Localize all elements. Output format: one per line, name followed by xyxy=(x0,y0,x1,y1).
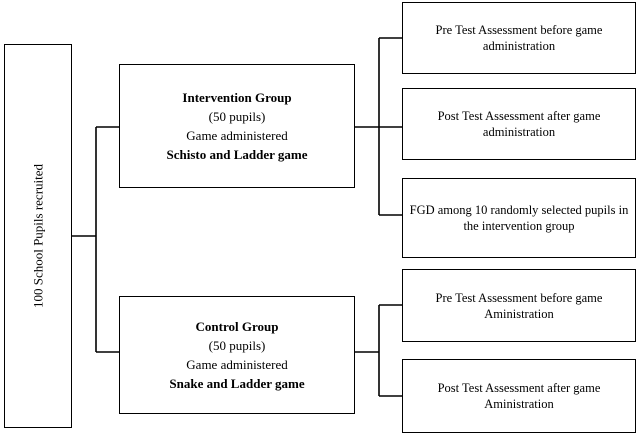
post-test-control-line-1: Post Test Assessment after game xyxy=(437,381,601,395)
fgd-box: FGD among 10 randomly selected pupils in… xyxy=(402,178,636,258)
intervention-game: Schisto and Ladder game xyxy=(166,147,308,162)
control-group-box: Control Group (50 pupils) Game administe… xyxy=(119,296,355,414)
post-test-control-box: Post Test Assessment after game Aministr… xyxy=(402,359,636,433)
intervention-note: Game administered xyxy=(186,128,288,143)
control-title: Control Group xyxy=(195,319,279,334)
intervention-group-box: Intervention Group (50 pupils) Game admi… xyxy=(119,64,355,188)
fgd-line-2: the intervention group xyxy=(463,219,575,233)
control-count: (50 pupils) xyxy=(208,338,266,353)
post-test-intervention-line-1: Post Test Assessment after game xyxy=(437,109,601,123)
pre-test-intervention-box: Pre Test Assessment before game administ… xyxy=(402,2,636,74)
pre-test-control-line-1: Pre Test Assessment before game xyxy=(435,290,603,305)
pre-test-intervention-line-2: administration xyxy=(482,39,556,53)
pre-test-control-box: Pre Test Assessment before game Aministr… xyxy=(402,269,636,342)
pre-test-intervention-line-1: Pre Test Assessment before game xyxy=(435,23,603,37)
post-test-intervention-line-2: administration xyxy=(482,125,556,139)
intervention-title: Intervention Group xyxy=(182,90,292,105)
intervention-count: (50 pupils) xyxy=(208,109,266,124)
recruitment-label: 100 School Pupils recruited xyxy=(30,163,46,309)
post-test-control-line-2: Aministration xyxy=(484,397,554,411)
control-note: Game administered xyxy=(186,357,288,372)
recruitment-box: 100 School Pupils recruited xyxy=(4,44,72,428)
control-game: Snake and Ladder game xyxy=(169,376,305,391)
pre-test-control-line-2: Aministration xyxy=(484,306,554,321)
fgd-line-1: FGD among 10 randomly selected pupils in xyxy=(409,203,629,217)
post-test-intervention-box: Post Test Assessment after game administ… xyxy=(402,88,636,160)
